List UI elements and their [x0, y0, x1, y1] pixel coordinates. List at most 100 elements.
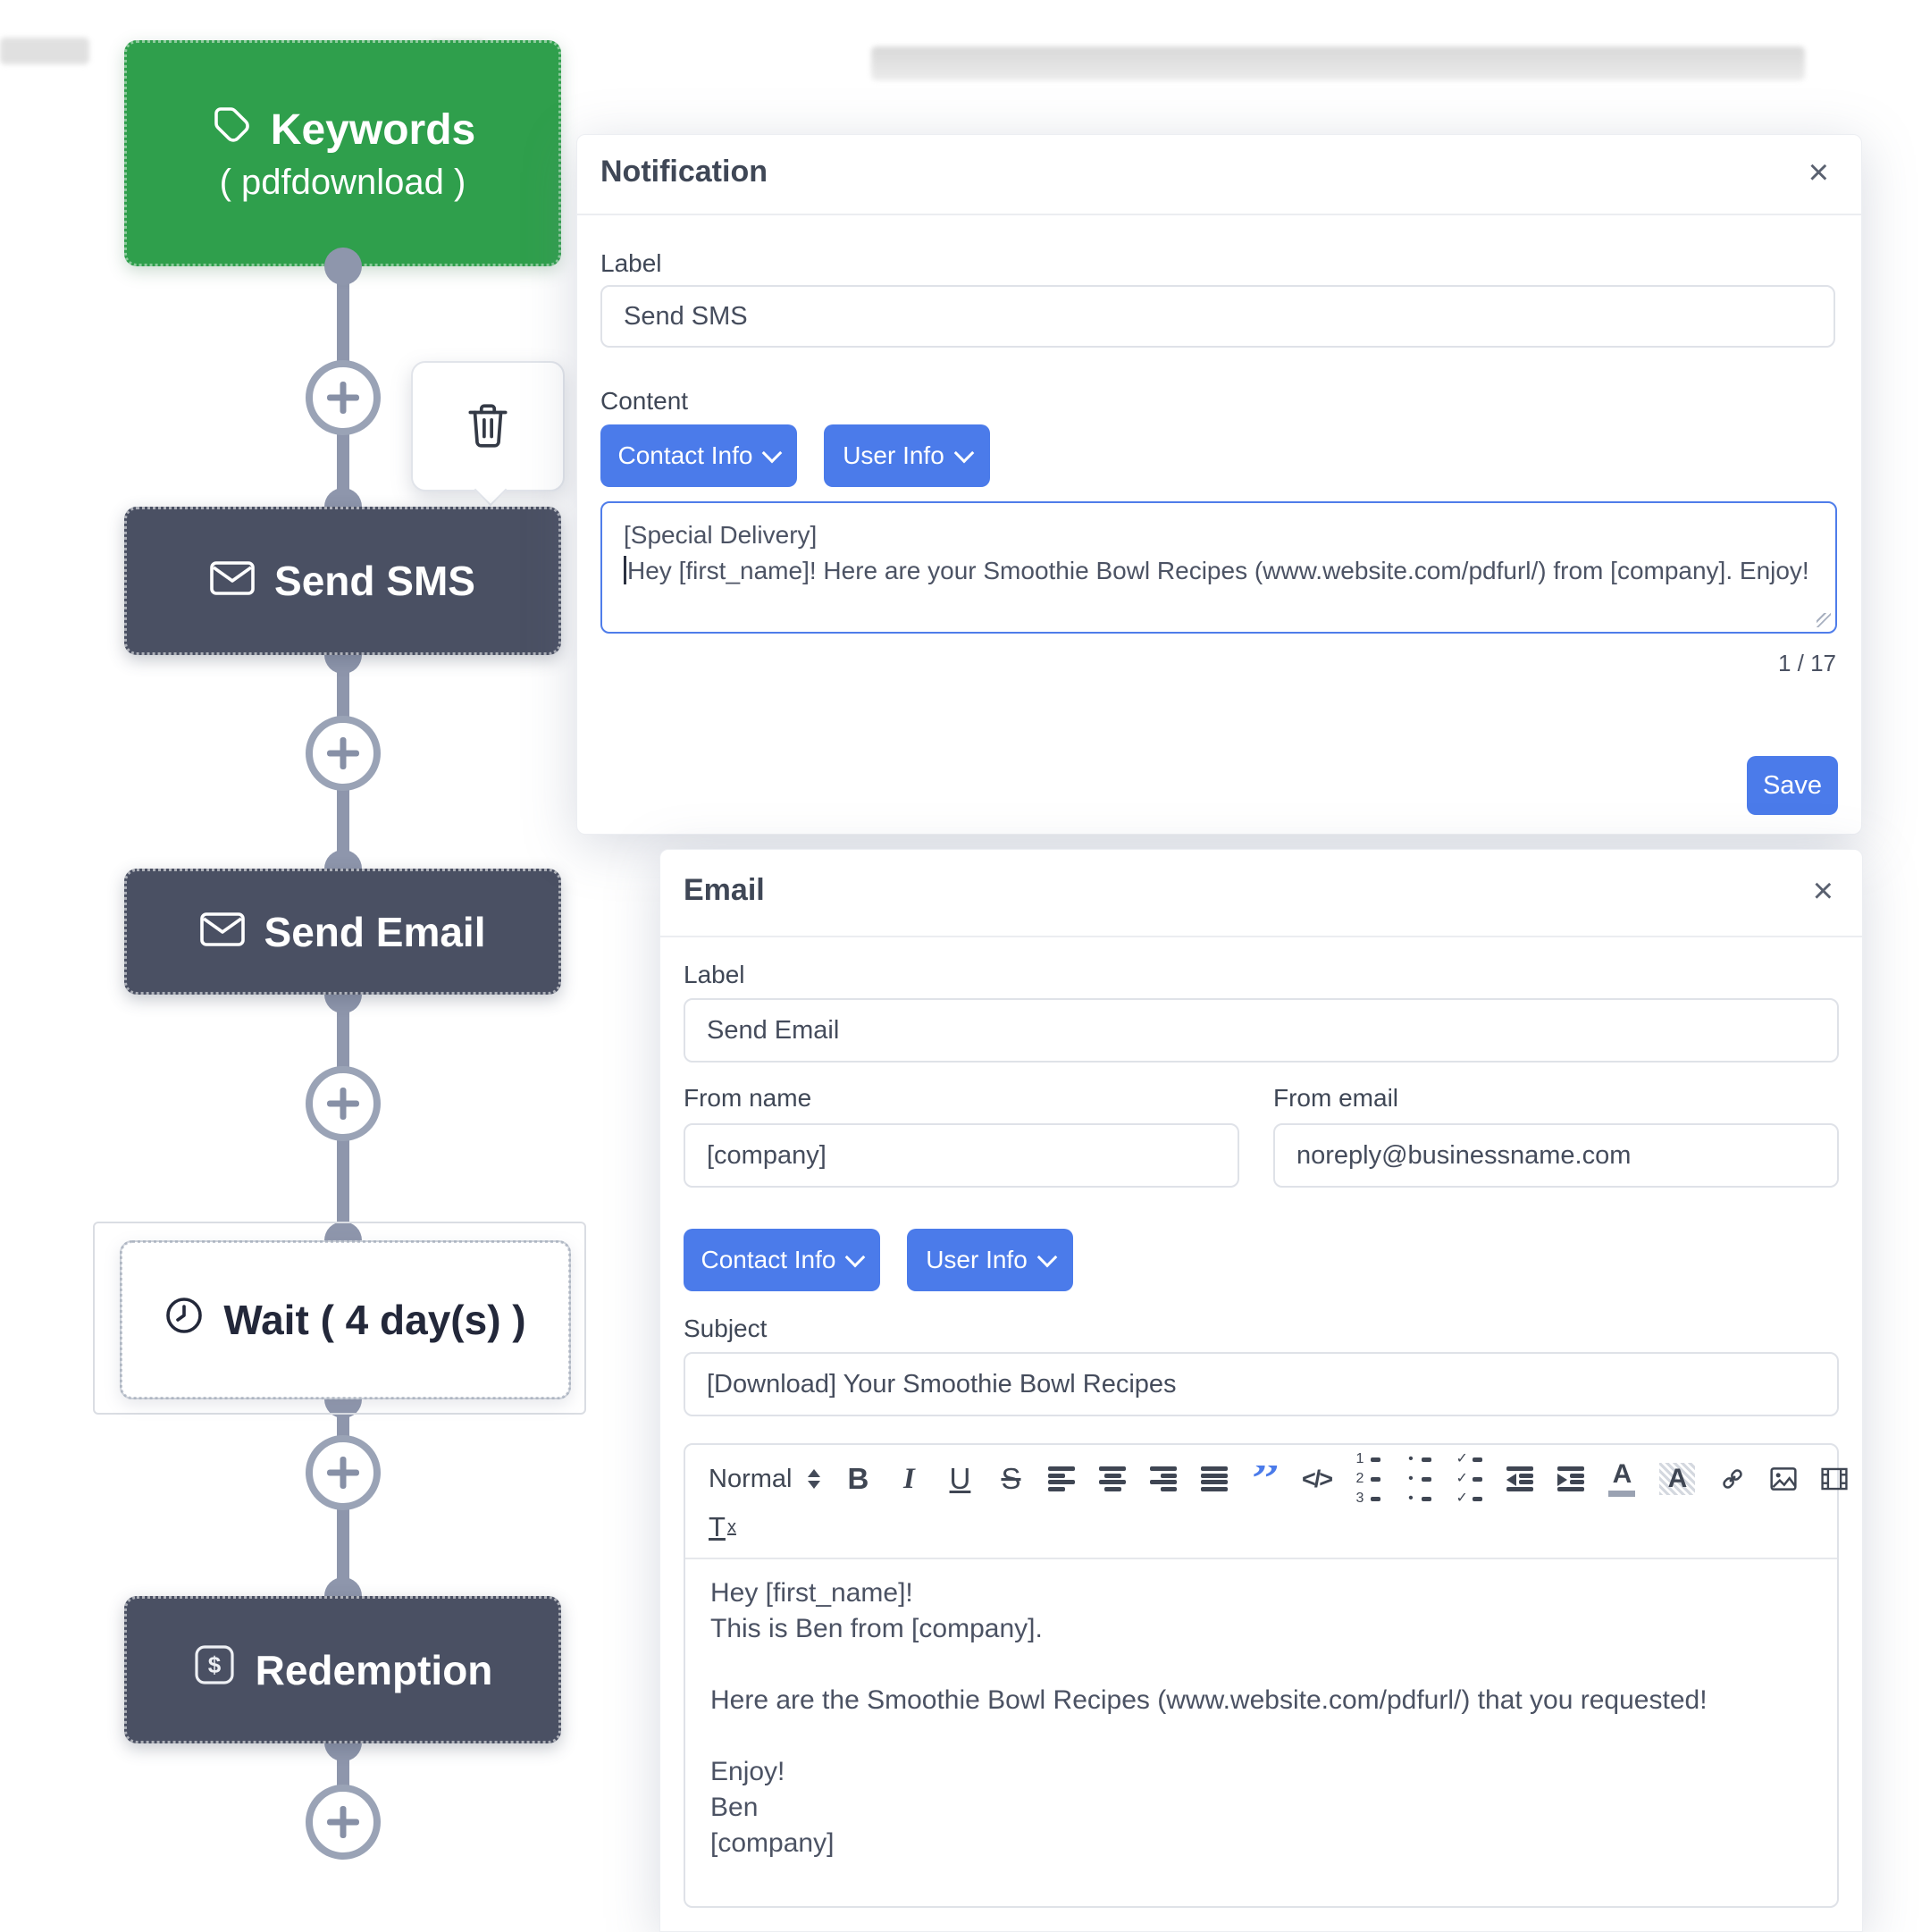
check-list-icon[interactable]: ✓✓✓: [1456, 1452, 1483, 1506]
flow-node-send-sms[interactable]: Send SMS: [124, 507, 561, 655]
dollar-icon: $: [193, 1643, 236, 1696]
subject-input[interactable]: [Download] Your Smoothie Bowl Recipes: [684, 1352, 1839, 1416]
delete-node-tooltip[interactable]: [411, 361, 565, 507]
resize-handle[interactable]: [1817, 613, 1831, 627]
image-icon[interactable]: [1770, 1465, 1798, 1493]
contact-info-label: Contact Info: [701, 1246, 836, 1273]
clock-icon: [164, 1296, 204, 1345]
from-email-input[interactable]: noreply@businessname.com: [1273, 1123, 1839, 1188]
email-body-line: [710, 1718, 1812, 1754]
node-label: Send Email: [264, 908, 486, 955]
underline-icon[interactable]: U: [949, 1462, 971, 1495]
email-body-content[interactable]: Hey [first_name]! This is Ben from [comp…: [710, 1575, 1812, 1861]
selection-outline: [93, 1222, 586, 1415]
chevron-down-icon: [845, 1247, 866, 1268]
subject-value: [Download] Your Smoothie Bowl Recipes: [707, 1369, 1177, 1399]
paragraph-style-selector[interactable]: Normal: [709, 1465, 821, 1494]
contact-info-label: Contact Info: [617, 441, 753, 469]
panel-title: Email: [684, 873, 765, 907]
label-field-label: Label: [600, 249, 662, 277]
add-step-button[interactable]: [306, 360, 381, 435]
add-step-button[interactable]: [306, 1066, 381, 1141]
node-label: Send SMS: [274, 558, 475, 604]
sms-message-line: Hey [first_name]! Here are your Smoothie…: [624, 553, 1814, 589]
toolbar-divider: [685, 1558, 1837, 1559]
add-step-button[interactable]: [306, 1785, 381, 1860]
sms-label-value: Send SMS: [624, 301, 748, 331]
node-label: Redemption: [255, 1646, 493, 1693]
code-block-icon[interactable]: </>: [1301, 1465, 1333, 1492]
chevron-down-icon: [1036, 1247, 1058, 1268]
flow-node-send-email[interactable]: Send Email: [124, 869, 561, 995]
background-color-icon[interactable]: A: [1659, 1463, 1696, 1495]
email-body-line: Here are the Smoothie Bowl Recipes (www.…: [710, 1685, 1708, 1715]
sms-message-line: [Special Delivery]: [624, 521, 818, 549]
align-center-icon[interactable]: [1099, 1466, 1127, 1491]
trash-icon[interactable]: [462, 399, 514, 455]
link-icon[interactable]: [1719, 1463, 1746, 1495]
envelope-icon: [199, 908, 245, 956]
contact-info-dropdown[interactable]: Contact Info: [684, 1229, 880, 1291]
from-email-label: From email: [1273, 1084, 1399, 1112]
label-field-label: Label: [684, 961, 745, 988]
email-body-line: Hey [first_name]!: [710, 1578, 913, 1608]
email-label-value: Send Email: [707, 1015, 840, 1045]
node-label: Keywords: [270, 105, 476, 154]
user-info-label: User Info: [926, 1246, 1028, 1273]
save-button[interactable]: Save: [1747, 756, 1838, 815]
email-body-line: Ben: [710, 1793, 759, 1822]
divider: [660, 936, 1862, 937]
user-info-dropdown[interactable]: User Info: [824, 424, 990, 487]
notification-panel: Notification × Label Send SMS Content Co…: [576, 134, 1862, 835]
sms-label-input[interactable]: Send SMS: [600, 285, 1835, 348]
chevron-down-icon: [953, 442, 975, 464]
save-label: Save: [1762, 770, 1823, 800]
align-justify-icon[interactable]: [1201, 1466, 1229, 1491]
tag-icon: [210, 104, 251, 155]
email-body-line: This is Ben from [company].: [710, 1614, 1043, 1643]
flow-node-wait[interactable]: Wait ( 4 day(s) ): [120, 1240, 571, 1399]
from-email-value: noreply@businessname.com: [1296, 1140, 1632, 1170]
contact-info-dropdown[interactable]: Contact Info: [600, 424, 797, 487]
node-sublabel: ( pdfdownload ): [219, 163, 466, 202]
style-sort-icon: [808, 1469, 821, 1489]
bold-icon[interactable]: B: [847, 1462, 869, 1495]
add-step-button[interactable]: [306, 716, 381, 791]
text-color-icon[interactable]: A: [1608, 1461, 1636, 1497]
email-body-line: [company]: [710, 1828, 835, 1858]
email-body-line: Enjoy!: [710, 1757, 785, 1786]
email-panel: Email × Label Send Email From name From …: [659, 849, 1863, 1932]
outdent-icon[interactable]: [1506, 1466, 1534, 1491]
align-right-icon[interactable]: [1150, 1466, 1178, 1491]
sms-content-textarea[interactable]: [Special Delivery] Hey [first_name]! Her…: [600, 501, 1837, 634]
text-caret: [624, 556, 626, 584]
bullet-list-icon[interactable]: •••: [1405, 1452, 1432, 1506]
close-icon[interactable]: ×: [1812, 871, 1834, 911]
close-icon[interactable]: ×: [1808, 153, 1829, 192]
blockquote-icon[interactable]: ”: [1252, 1466, 1279, 1492]
from-name-value: [company]: [707, 1140, 827, 1170]
user-info-label: User Info: [843, 441, 944, 469]
email-label-input[interactable]: Send Email: [684, 998, 1839, 1063]
flow-node-redemption[interactable]: $ Redemption: [124, 1596, 561, 1743]
chevron-down-icon: [762, 442, 783, 464]
envelope-icon: [210, 557, 255, 605]
user-info-dropdown[interactable]: User Info: [907, 1229, 1073, 1291]
video-icon[interactable]: [1821, 1465, 1849, 1493]
subject-label: Subject: [684, 1315, 768, 1342]
strikethrough-icon[interactable]: S: [1001, 1462, 1021, 1495]
svg-text:$: $: [207, 1651, 221, 1678]
align-left-icon[interactable]: [1048, 1466, 1076, 1491]
flow-node-keywords[interactable]: Keywords ( pdfdownload ): [124, 40, 561, 266]
italic-icon[interactable]: I: [903, 1462, 915, 1495]
panel-title: Notification: [600, 155, 768, 189]
indent-icon[interactable]: [1557, 1466, 1585, 1491]
email-body-editor[interactable]: Normal B I U S ” </> 123 •••: [684, 1443, 1849, 1908]
content-field-label: Content: [600, 387, 689, 415]
add-step-button[interactable]: [306, 1435, 381, 1510]
from-name-input[interactable]: [company]: [684, 1123, 1239, 1188]
from-name-label: From name: [684, 1084, 812, 1112]
